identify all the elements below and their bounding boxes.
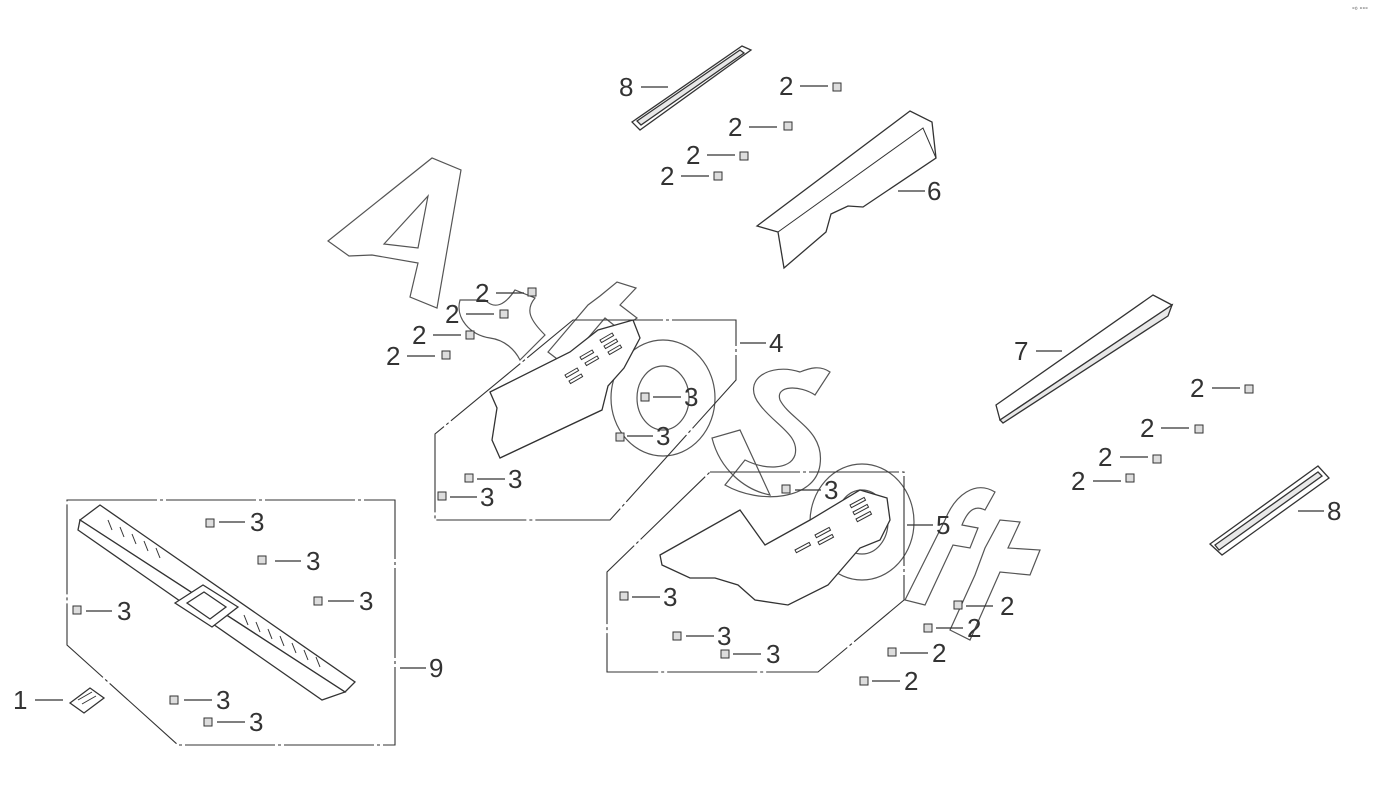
- clip-2: [1194, 424, 1204, 434]
- watermark-letter-u: [458, 289, 546, 362]
- clip-2: [832, 82, 842, 92]
- callout-2: 2: [686, 140, 700, 170]
- clip-3: [437, 491, 447, 501]
- callout-4: 4: [769, 328, 783, 358]
- clip-2: [713, 171, 723, 181]
- part-5-vent-slots: [794, 496, 873, 554]
- clip-3: [615, 432, 625, 442]
- watermark-letter-f: [904, 487, 996, 606]
- clip-3: [205, 518, 215, 528]
- clip-3: [672, 631, 682, 641]
- clip-3: [640, 392, 650, 402]
- callout-3: 3: [480, 482, 494, 512]
- callout-5: 5: [936, 510, 950, 540]
- clip-2: [465, 330, 475, 340]
- clips-group: [72, 82, 1254, 727]
- callout-9: 9: [429, 653, 443, 683]
- clip-2: [499, 309, 509, 319]
- callout-2: 2: [967, 613, 981, 643]
- callout-2: 2: [445, 299, 459, 329]
- callout-8-lower: 8: [1327, 496, 1341, 526]
- clip-3: [464, 473, 474, 483]
- callout-2: 2: [1071, 466, 1085, 496]
- callout-2: 2: [932, 638, 946, 668]
- watermark-letter-a: [327, 157, 462, 309]
- callout-3: 3: [717, 621, 731, 651]
- callout-2: 2: [728, 112, 742, 142]
- callout-3: 3: [656, 421, 670, 451]
- callout-2: 2: [904, 666, 918, 696]
- part-8-lower-strip[interactable]: [1208, 465, 1330, 556]
- watermark-letter-o-outer: [610, 339, 716, 457]
- clip-3: [72, 605, 82, 615]
- callout-2: 2: [1000, 591, 1014, 621]
- watermark-letter-o-inner: [636, 365, 690, 431]
- callout-3: 3: [249, 707, 263, 737]
- part-9-ridge-slots: [107, 519, 321, 668]
- part-5-right-panel[interactable]: [606, 471, 905, 673]
- callout-2: 2: [660, 161, 674, 191]
- clip-2: [527, 287, 537, 297]
- clip-2: [783, 121, 793, 131]
- clip-3: [313, 596, 323, 606]
- callout-2: 2: [412, 320, 426, 350]
- callout-6: 6: [927, 176, 941, 206]
- clip-2: [1152, 454, 1162, 464]
- part-6-sill-cover[interactable]: [755, 110, 937, 270]
- corner-mark: °⁰ °°°: [1352, 6, 1368, 14]
- part-4-center-panel[interactable]: [434, 319, 737, 521]
- clip-3: [720, 649, 730, 659]
- callout-2: 2: [386, 341, 400, 371]
- callout-2: 2: [1140, 413, 1154, 443]
- callouts: 8 2 2 2 2 6 2 2 2 2 4 3 3 3 3 7 2 2: [13, 71, 1341, 737]
- clip-2: [953, 600, 963, 610]
- clip-3: [203, 717, 213, 727]
- callout-8-upper: 8: [619, 72, 633, 102]
- clip-3: [257, 555, 267, 565]
- part-1-emblem[interactable]: [68, 687, 106, 714]
- callout-3: 3: [359, 586, 373, 616]
- clip-2: [739, 151, 749, 161]
- callout-7: 7: [1014, 336, 1028, 366]
- callout-2: 2: [475, 278, 489, 308]
- part-7-rail-cover[interactable]: [995, 294, 1174, 424]
- clip-3: [169, 695, 179, 705]
- callout-1: 1: [13, 685, 27, 715]
- part-8-upper-rail[interactable]: [630, 45, 753, 131]
- watermark-letter-s: [711, 367, 831, 498]
- callout-3: 3: [508, 464, 522, 494]
- callout-2: 2: [779, 71, 793, 101]
- callout-3: 3: [117, 596, 131, 626]
- callout-3: 3: [824, 475, 838, 505]
- clip-2: [441, 350, 451, 360]
- callout-3: 3: [663, 582, 677, 612]
- callout-3: 3: [766, 639, 780, 669]
- callout-3: 3: [684, 382, 698, 412]
- clip-2: [1244, 384, 1254, 394]
- callout-2: 2: [1190, 373, 1204, 403]
- callout-2: 2: [1098, 442, 1112, 472]
- watermark-letter-t2: [949, 519, 1041, 641]
- clip-3: [619, 591, 629, 601]
- clip-3: [781, 484, 791, 494]
- part-4-vent-slots: [564, 332, 623, 385]
- callout-3: 3: [250, 507, 264, 537]
- callout-3: 3: [306, 546, 320, 576]
- clip-2: [1125, 473, 1135, 483]
- callout-3: 3: [216, 685, 230, 715]
- clip-2: [859, 676, 869, 686]
- clip-2: [887, 647, 897, 657]
- part-9-bumper-plate[interactable]: [66, 499, 396, 746]
- clip-2: [923, 623, 933, 633]
